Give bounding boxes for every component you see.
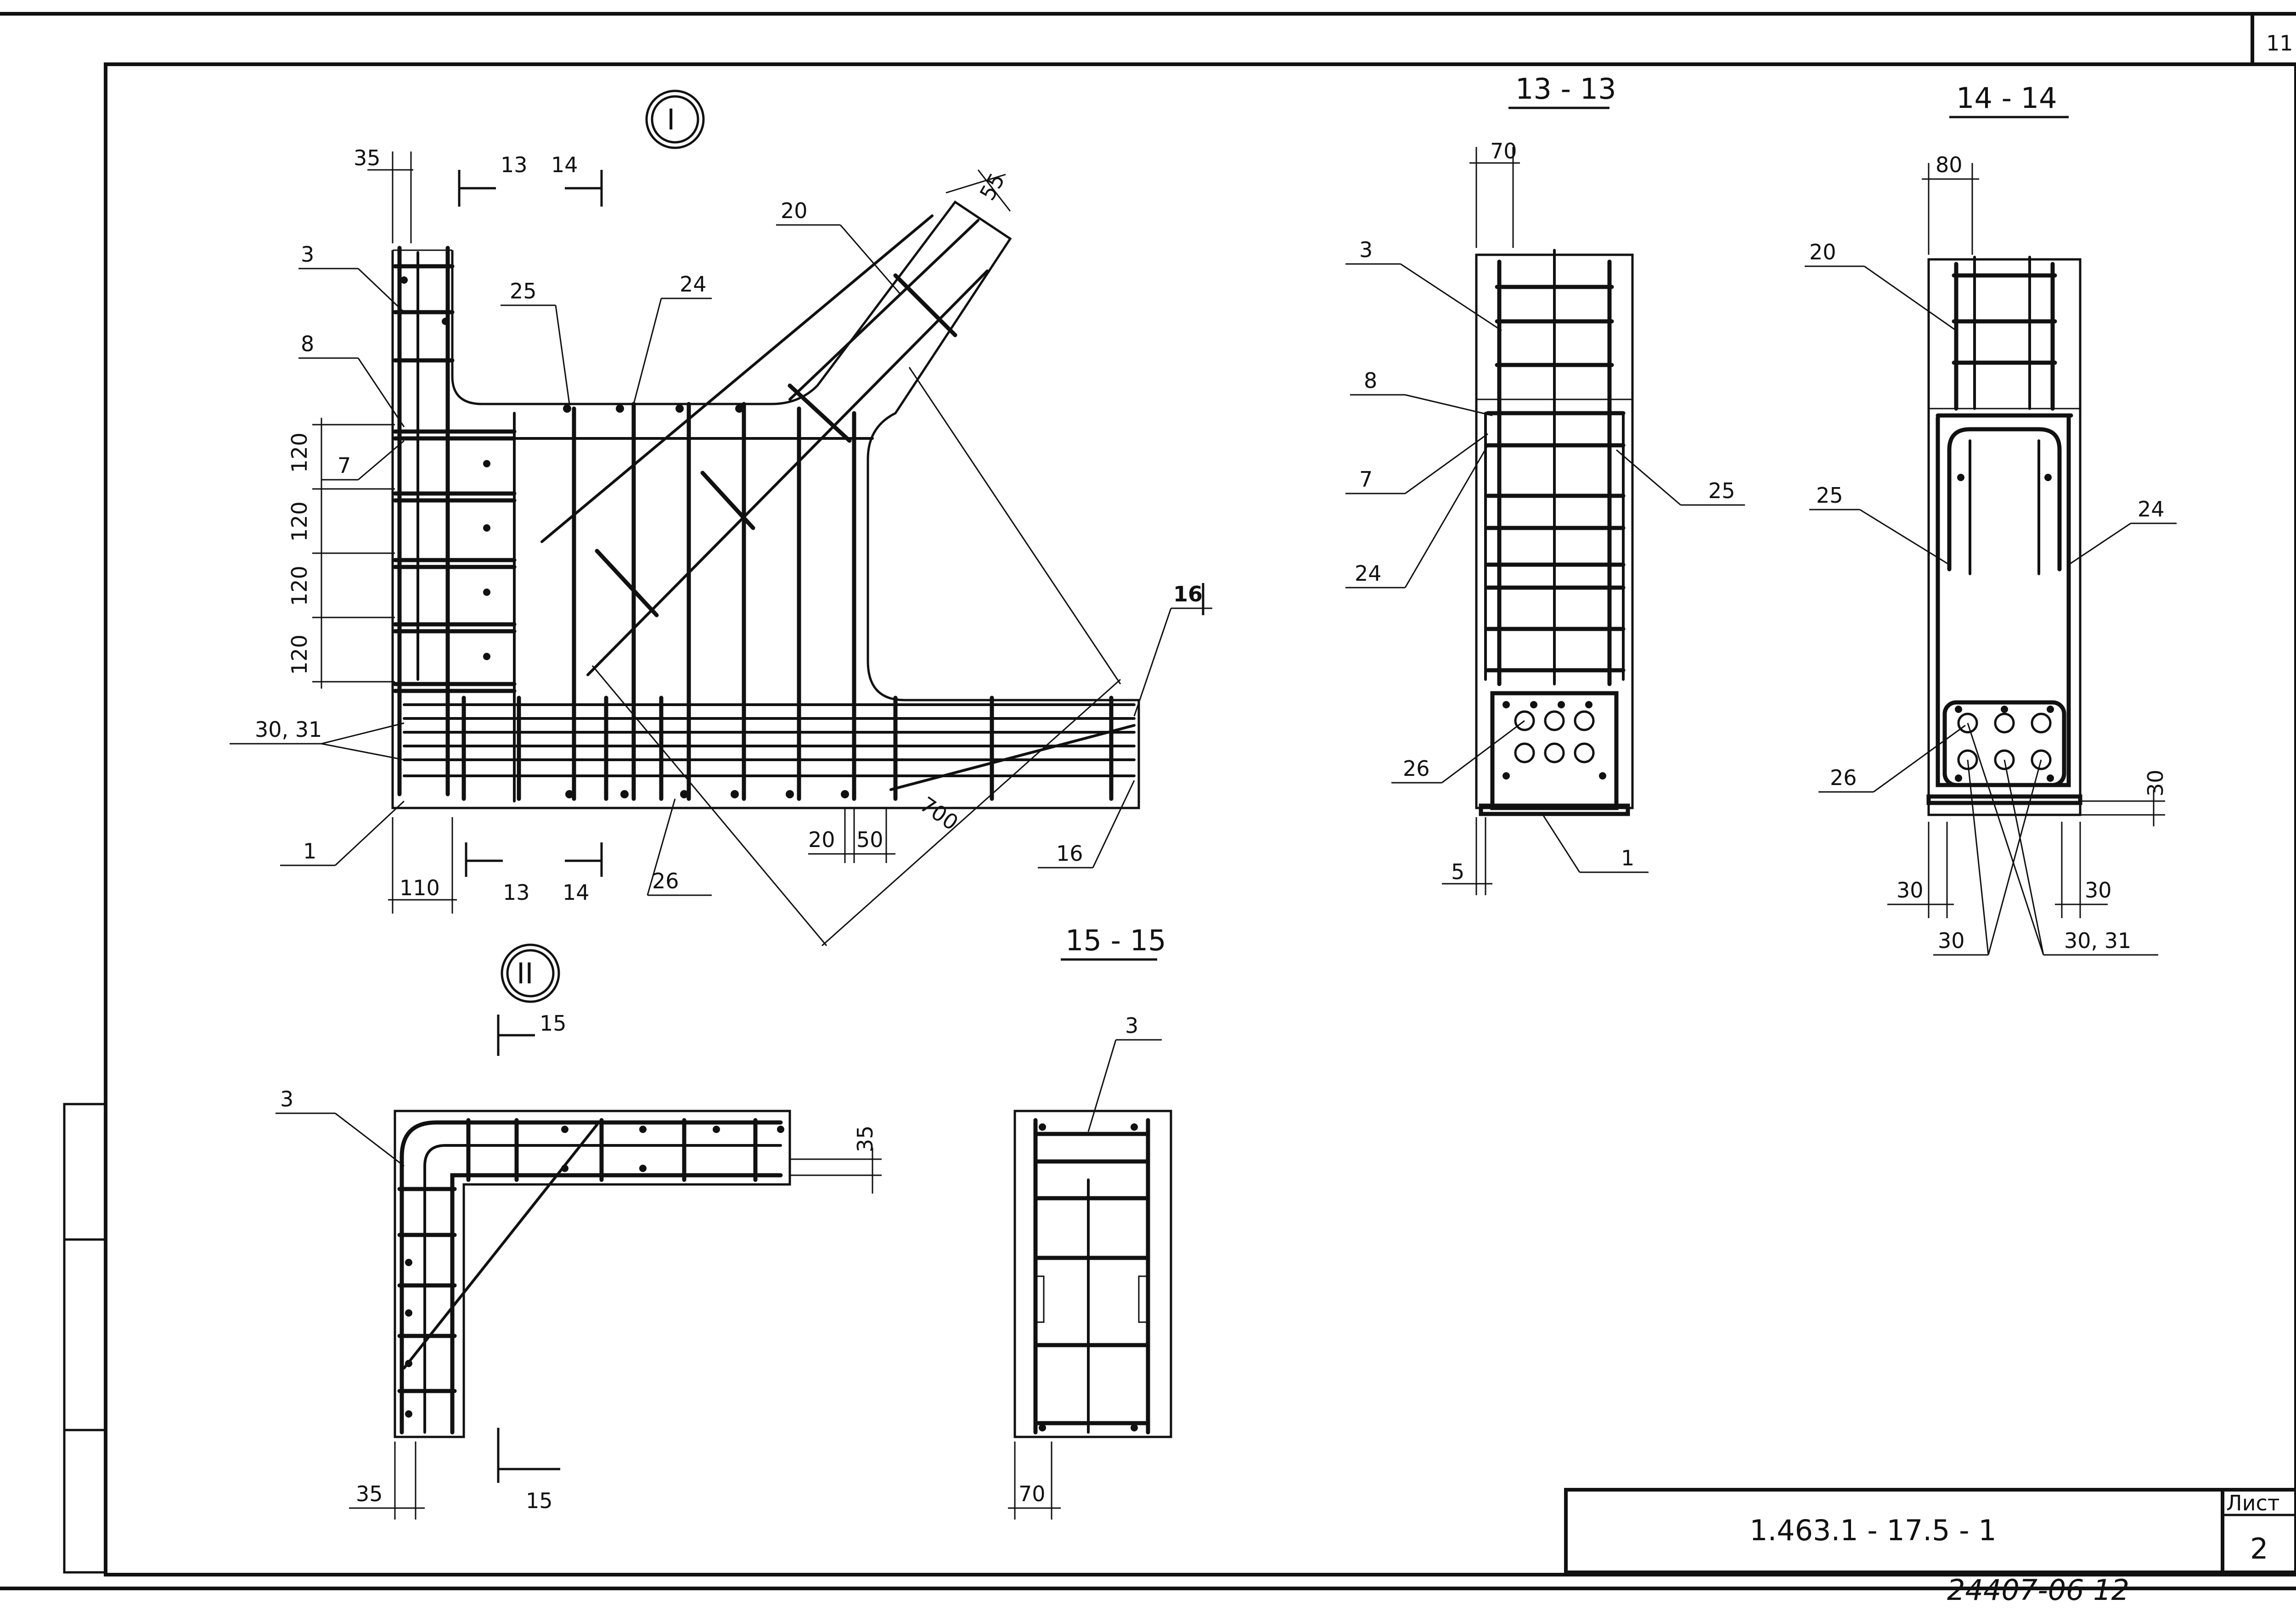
view-2-marker: II — [517, 957, 534, 990]
section-15-15: 15 - 15 3 70 — [1008, 924, 1172, 1520]
sheet-number: 11 — [2266, 31, 2293, 56]
view-1-label-16b: 16 — [1056, 841, 1083, 866]
view-1-label-1: 1 — [303, 839, 316, 864]
view-2: II — [276, 943, 882, 1520]
section-14-14: 14 - 14 — [1805, 81, 2177, 956]
section-13-13-title: 13 - 13 — [1515, 72, 1616, 106]
section-14-14-dim-80: 80 — [1936, 152, 1963, 177]
section-13-13-dim-5: 5 — [1451, 859, 1464, 884]
section-14-14-title: 14 - 14 — [1956, 81, 2057, 115]
archive-number: 24407-06 12 — [1947, 1573, 2129, 1607]
section-15-15-title: 15 - 15 — [1065, 924, 1166, 957]
view-1-cut-13-top: 13 — [501, 152, 528, 177]
view-1-label-24: 24 — [680, 272, 707, 297]
view-2-cut-15-top: 15 — [540, 1011, 567, 1036]
section-13-13-label-25: 25 — [1708, 478, 1735, 503]
view-1-cut-14-top: 14 — [551, 152, 578, 177]
section-14-14-dim-30-right: 30 — [2143, 769, 2168, 797]
section-14-14-label-30: 30 — [1938, 928, 1965, 953]
view-1-dim-s4: 120 — [287, 634, 312, 675]
view-1-label-16a: 16 — [1173, 582, 1203, 606]
section-13-13-label-24: 24 — [1355, 561, 1382, 586]
view-1-label-8: 8 — [301, 331, 314, 356]
view-1-label-20: 20 — [781, 198, 808, 223]
sheet-frame — [0, 12, 2296, 1590]
section-14-14-label-25: 25 — [1816, 483, 1843, 508]
view-1-marker: I — [667, 103, 675, 136]
view-1-cut-14-bottom: 14 — [563, 880, 590, 905]
section-14-14-dim-30-bottom: 30 — [2085, 878, 2112, 903]
section-14-14-label-30-31: 30, 31 — [2064, 928, 2131, 953]
section-13-13-label-1: 1 — [1621, 846, 1634, 870]
view-1-label-7: 7 — [338, 453, 351, 478]
view-1-dim-bottom: 110 — [400, 875, 440, 900]
view-1: I — [230, 90, 1212, 947]
section-13-13-label-7: 7 — [1359, 467, 1373, 492]
view-1-dim-20: 20 — [808, 827, 835, 852]
section-13-13-label-26: 26 — [1403, 756, 1430, 781]
section-14-14-label-20: 20 — [1809, 240, 1836, 264]
view-2-label-3: 3 — [280, 1087, 293, 1111]
view-1-dim-s2: 120 — [287, 501, 312, 542]
view-1-cut-13-bottom: 13 — [503, 880, 530, 905]
view-2-dim-35-right: 35 — [853, 1125, 878, 1152]
view-1-dim-50: 50 — [856, 827, 884, 852]
view-1-dim-s3: 120 — [287, 566, 312, 606]
section-13-13-label-3: 3 — [1359, 237, 1373, 262]
view-1-dim-700: 700 — [916, 792, 963, 836]
section-13-13-label-8: 8 — [1364, 368, 1377, 393]
section-14-14-label-24: 24 — [2138, 497, 2165, 522]
sheet-value: 2 — [2250, 1532, 2268, 1565]
sheet-label: Лист — [2226, 1491, 2280, 1515]
view-1-label-25: 25 — [510, 279, 537, 303]
section-15-15-label-3: 3 — [1125, 1013, 1138, 1038]
view-1-label-30-31: 30, 31 — [255, 717, 322, 742]
view-1-label-26: 26 — [652, 869, 679, 893]
section-13-13: 13 - 13 — [1345, 72, 1745, 895]
view-2-dim-35-bottom: 35 — [356, 1481, 383, 1506]
section-14-14-label-26: 26 — [1830, 765, 1857, 790]
view-2-cut-15-bottom: 15 — [526, 1488, 553, 1513]
section-14-14-dim-30-left: 30 — [1896, 878, 1924, 903]
section-13-13-dim-70: 70 — [1490, 139, 1517, 163]
view-1-label-3: 3 — [301, 242, 314, 267]
view-1-dim-s1: 120 — [287, 432, 312, 473]
view-1-dim-top: 35 — [354, 146, 381, 170]
section-15-15-dim-70: 70 — [1019, 1481, 1046, 1506]
document-code: 1.463.1 - 17.5 - 1 — [1750, 1514, 1997, 1547]
